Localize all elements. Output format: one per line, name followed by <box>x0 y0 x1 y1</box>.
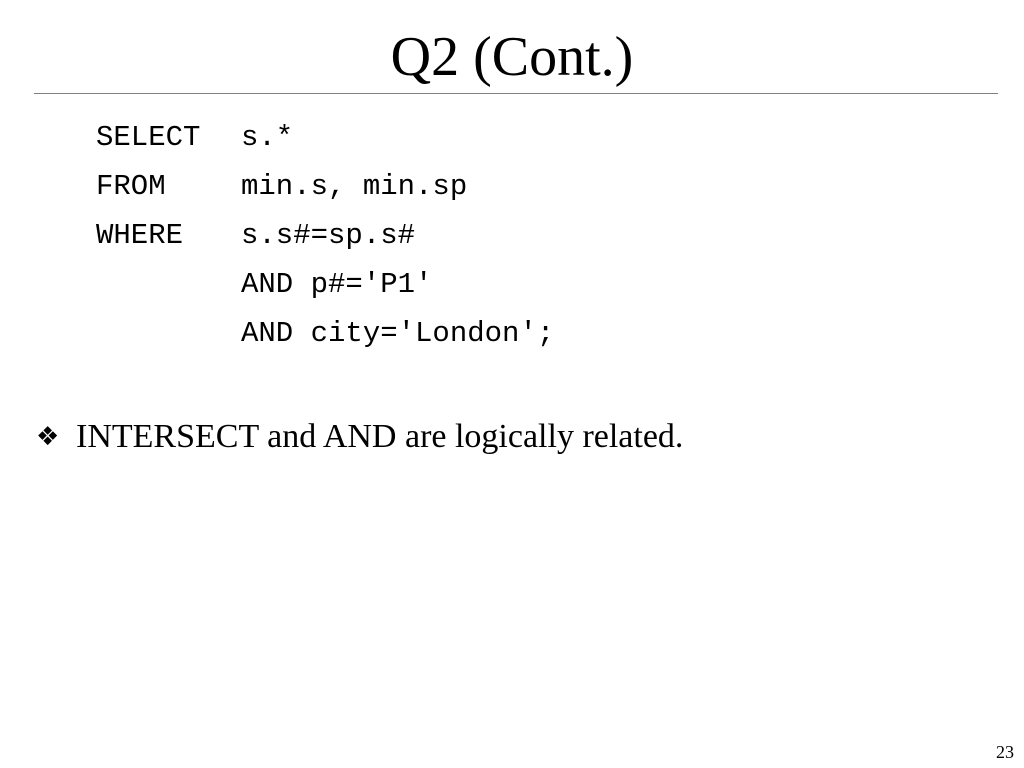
diamond-bullet-icon: ❖ <box>36 422 60 452</box>
sql-clause: AND p#='P1' <box>241 268 433 301</box>
sql-keyword: SELECT <box>96 121 201 154</box>
sql-line-from: FROM min.s, min.sp <box>96 162 554 211</box>
sql-line-and-part: AND p#='P1' <box>96 260 554 309</box>
sql-line-where: WHERE s.s#=sp.s# <box>96 211 554 260</box>
sql-line-select: SELECT s.* <box>96 113 554 162</box>
sql-line-and-city: AND city='London'; <box>96 309 554 358</box>
bullet-item: ❖ INTERSECT and AND are logically relate… <box>36 415 683 459</box>
sql-clause: s.* <box>241 121 294 154</box>
sql-keyword <box>96 309 241 358</box>
sql-clause: min.s, min.sp <box>241 170 468 203</box>
sql-clause: AND city='London'; <box>241 317 555 350</box>
bullet-text: INTERSECT and AND are logically related. <box>76 418 684 455</box>
sql-code-block: SELECT s.* FROM min.s, min.sp WHERE s.s#… <box>96 113 554 358</box>
page-number: 23 <box>996 742 1014 762</box>
sql-keyword: FROM <box>96 170 166 203</box>
sql-keyword <box>96 260 241 309</box>
title-divider <box>34 93 998 94</box>
sql-keyword: WHERE <box>96 219 184 252</box>
sql-clause: s.s#=sp.s# <box>241 219 416 252</box>
slide-title: Q2 (Cont.) <box>390 26 634 88</box>
